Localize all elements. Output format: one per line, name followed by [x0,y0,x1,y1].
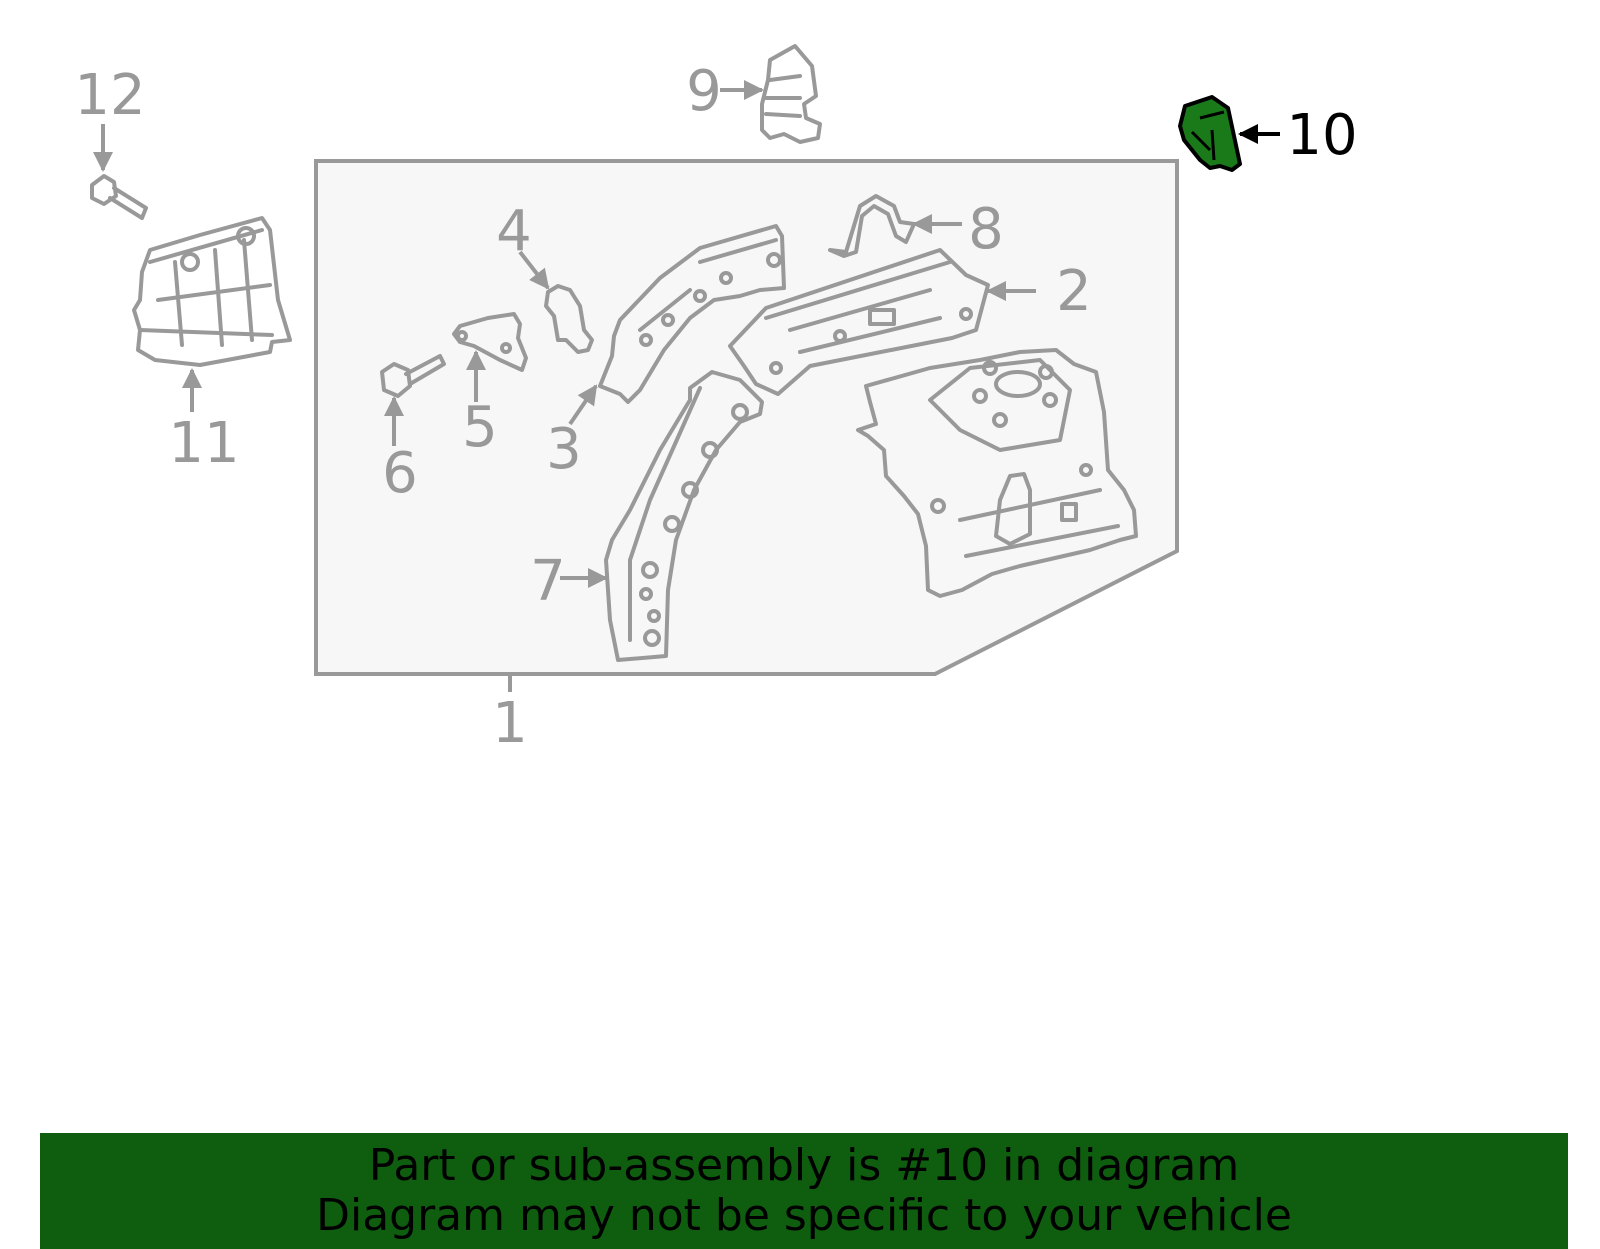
callout-1: 1 [492,691,528,756]
part-11-bracket [132,216,292,367]
part-wheelhouse-panel [856,348,1138,598]
callout-10: 10 [1286,103,1357,168]
part-5-bracket [452,312,528,372]
callout-8: 8 [968,197,1004,262]
part-7-arch [604,370,764,662]
part-6-bolt [380,354,446,398]
callout-12: 12 [74,63,145,128]
part-2-rail [728,248,990,396]
callout-3: 3 [546,417,582,482]
part-10-highlighted [1178,95,1242,172]
callout-2: 2 [1056,259,1092,324]
banner-line-1: Part or sub-assembly is #10 in diagram [368,1140,1240,1191]
callout-7: 7 [530,549,566,614]
callout-3-leader [568,384,598,426]
callout-11: 11 [168,411,239,476]
part-8-clip [828,194,916,258]
part-3-reinforcement [598,224,786,404]
part-9-clip [760,44,822,144]
callout-4: 4 [496,199,532,264]
callout-9: 9 [686,59,722,124]
part-4-bracket [544,284,594,354]
callout-5: 5 [462,395,498,460]
banner-line-2: Diagram may not be specific to your vehi… [316,1190,1292,1241]
callout-4-leader [518,250,550,290]
part-info-banner: Part or sub-assembly is #10 in diagram D… [40,1133,1568,1249]
part-12-bolt [90,174,148,220]
callout-6: 6 [382,441,418,506]
